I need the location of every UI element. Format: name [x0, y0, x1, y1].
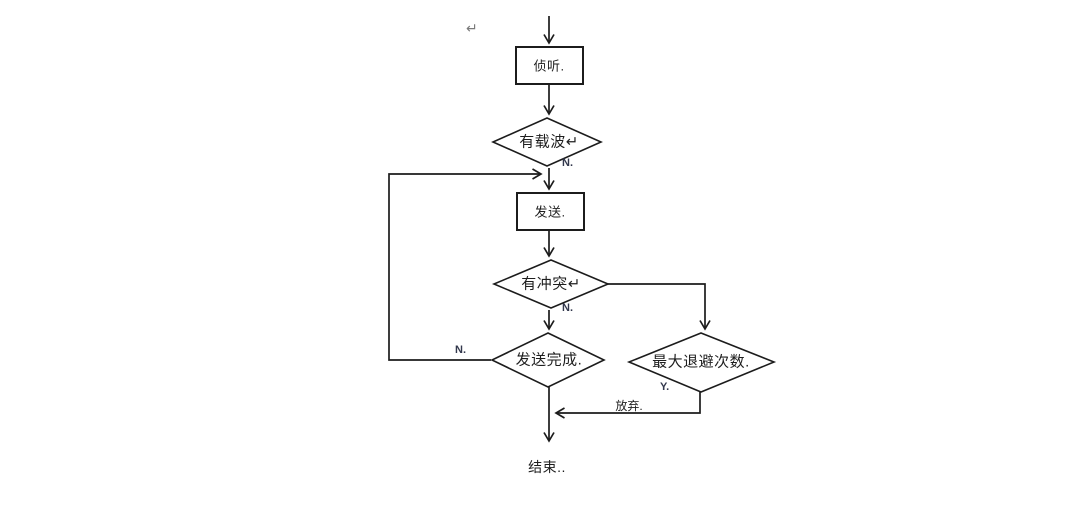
- paragraph-return-mark: ↵: [466, 20, 478, 36]
- end-label: 结束..: [528, 459, 566, 475]
- send-box-label: 发送.: [534, 204, 566, 220]
- listen-box: [515, 46, 584, 85]
- max-backoff-diamond-label: 最大退避次数.: [652, 353, 750, 371]
- abandon-label: 放弃.: [615, 399, 643, 413]
- collision-no-label: N.: [562, 302, 573, 314]
- collision-diamond: [491, 259, 611, 309]
- max-backoff-yes-label: Y.: [660, 381, 670, 393]
- send-box: [516, 192, 585, 231]
- carrier-diamond-label: 有载波↵: [519, 133, 579, 151]
- carrier-no-label: N.: [562, 157, 573, 169]
- arrow-maxbackoff-abandon: [554, 392, 701, 419]
- collision-diamond-label: 有冲突↵: [521, 275, 581, 293]
- max-backoff-diamond: [626, 332, 777, 393]
- send-done-no-label: N.: [455, 344, 466, 356]
- send-done-diamond-label: 发送完成.: [515, 351, 583, 369]
- carrier-diamond: [491, 117, 603, 167]
- node-shapes: [490, 46, 777, 393]
- arrow-senddone-loop-to-send: [388, 168, 543, 361]
- arrow-collision-to-maxbackoff: [607, 283, 711, 331]
- connector-lines: [388, 16, 711, 443]
- send-done-diamond: [490, 332, 606, 388]
- listen-box-label: 侦听.: [533, 58, 565, 74]
